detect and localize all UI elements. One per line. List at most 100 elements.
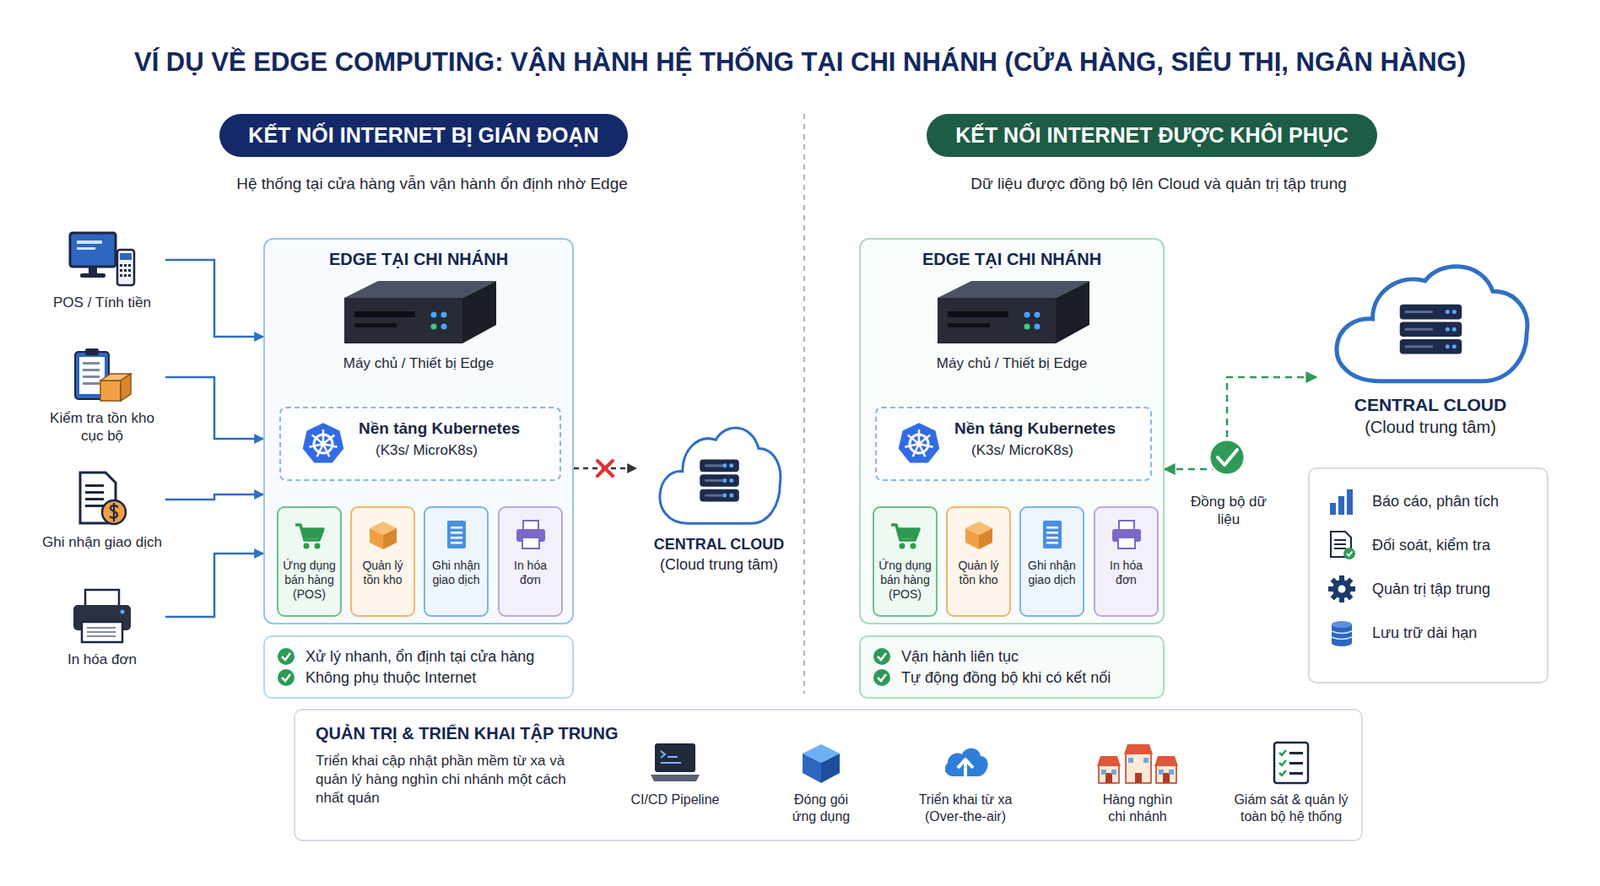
connector (165, 553, 264, 617)
node-heading: Đóng gói ứng dụng (780, 791, 862, 826)
app-module: Ghi nhận giao dịch (423, 506, 489, 617)
icon-row: Xử lý nhanh, ổn định tại cửa hàng (276, 647, 561, 666)
cloudB-icon (1327, 253, 1535, 389)
management-panel: QUẢN TRỊ & TRIỂN KHAI TẬP TRUNG Triển kha… (293, 708, 1363, 842)
node-heading: Giám sát & quản lý toàn bộ hệ thống (1221, 791, 1361, 826)
platform-box: Nền tảng Kubernetes(K3s/ MicroK8s) (875, 406, 1152, 482)
box-icon (366, 518, 400, 552)
pipeline-step: Triển khai từ xa (Over-the-air) (906, 739, 1025, 826)
subtitle: Hệ thống tại cửa hàng vẫn vận hành ổn đị… (94, 174, 770, 194)
node-heading: EDGE TẠI CHI NHÁNH (860, 239, 1163, 270)
node-text: (K3s/ MicroK8s) (358, 442, 553, 460)
k8s-icon (895, 420, 943, 468)
status-banner: KẾT NỐI INTERNET ĐƯỢC KHÔI PHỤC (926, 113, 1378, 157)
connector (165, 259, 264, 337)
node-text: Tự động đồng bộ khi có kết nối (901, 669, 1111, 687)
inv-icon (71, 346, 133, 405)
app-module: Ứng dụng bán hàng (POS) (276, 506, 342, 617)
cart-icon (888, 518, 923, 552)
check-icon (276, 668, 296, 687)
edge-site-box: EDGE TẠI CHI NHÁNHMáy chủ / Thiết bị Edg… (859, 237, 1165, 625)
node-heading: QUẢN TRỊ & TRIỂN KHAI TẬP TRUNG (315, 724, 1341, 744)
device-item: POS / Tính tiền (38, 229, 166, 312)
pipeline-step: CI/CD Pipeline (620, 739, 730, 809)
node-text: Máy chủ / Thiết bị Edge (264, 355, 573, 373)
node-heading: Ứng dụng bán hàng (POS) (281, 558, 338, 601)
divider-line (803, 113, 806, 694)
node-heading: Hàng nghìn chi nhánh (1095, 791, 1180, 826)
k8s-icon (299, 420, 347, 468)
check-icon (276, 647, 296, 666)
app-module: Ghi nhận giao dịch (1019, 506, 1085, 617)
upload-icon (940, 739, 991, 787)
cart-icon (292, 518, 327, 552)
app-module: Quản lý tồn kho (350, 506, 416, 617)
node-heading: Ứng dụng bán hàng (POS) (876, 558, 934, 601)
device-item: In hóa đơn (38, 586, 166, 669)
icon-row: Không phụ thuộc Internet (276, 668, 561, 687)
laptop-icon (647, 739, 703, 787)
cloudS-icon (654, 416, 785, 530)
benefit-box: Xử lý nhanh, ổn định tại cửa hàngKhông p… (263, 635, 574, 699)
check-icon (872, 668, 892, 687)
pipeline-step: Đóng gói ứng dụng (780, 739, 862, 826)
edge-label: Đồng bộ dữ liệu (1190, 492, 1267, 530)
node-heading: KẾT NỐI INTERNET BỊ GIÁN ĐOẠN (248, 123, 599, 148)
server-icon (927, 274, 1097, 352)
node-text: Đối soát, kiểm tra (1372, 536, 1491, 555)
node-heading: Xử lý nhanh, ổn định tại cửa hàng (305, 648, 535, 666)
node-text: Lưu trữ dài hạn (1372, 624, 1477, 643)
box-icon (962, 518, 996, 552)
app-module: Quản lý tồn kho (945, 506, 1011, 617)
node-heading: In hóa đơn (38, 650, 166, 669)
doc-icon (439, 518, 474, 552)
prt-icon (1109, 518, 1144, 552)
pipeline-step: Giám sát & quản lý toàn bộ hệ thống (1221, 739, 1361, 826)
prn-icon (70, 586, 135, 646)
connector (165, 494, 264, 500)
prt-icon (513, 518, 548, 552)
bars-icon (1326, 486, 1357, 517)
page-title: VÍ DỤ VỀ EDGE COMPUTING: VẬN HÀNH HỆ THỐ… (134, 47, 1466, 78)
node-text: Không phụ thuộc Internet (305, 669, 476, 687)
benefit-box: Vận hành liên tục Tự động đồng bộ khi có … (859, 635, 1165, 699)
node-heading: CI/CD Pipeline (620, 791, 730, 809)
node-heading: Triển khai từ xa (Over-the-air) (906, 791, 1025, 826)
icon-row: Quản trị tập trung (1326, 573, 1530, 605)
feature-panel: Báo cáo, phân tíchĐối soát, kiểm traQuản… (1308, 467, 1549, 684)
edge-site-box: EDGE TẠI CHI NHÁNH Máy chủ / Thiết bị Edg… (263, 237, 574, 625)
node-heading: Ghi nhận giao dịch (38, 533, 166, 552)
node-heading: KẾT NỐI INTERNET ĐƯỢC KHÔI PHỤC (955, 123, 1349, 148)
node-heading: In hóa đơn (502, 558, 559, 588)
node-heading: Quản lý tồn kho (950, 558, 1007, 588)
cloud-node: CENTRAL CLOUD(Cloud trung tâm) (636, 416, 802, 574)
list-icon (1267, 739, 1315, 787)
node-heading: Nền tảng Kubernetes (358, 419, 553, 438)
node-heading: CENTRAL CLOUD (636, 535, 802, 554)
pos-icon (68, 229, 136, 289)
pipeline-step: Hàng nghìn chi nhánh (1095, 739, 1180, 826)
icon-row: Vận hành liên tục (872, 647, 1152, 666)
node-text: Triển khai cập nhật phần mềm từ xa và qu… (315, 751, 595, 808)
node-heading: Nền tảng Kubernetes (954, 419, 1144, 438)
app-module: In hóa đơn (1093, 506, 1159, 617)
connector (165, 377, 264, 439)
sync-check-mark (1209, 439, 1245, 476)
check-icon (872, 647, 892, 666)
node-heading: EDGE TẠI CHI NHÁNH (264, 239, 573, 270)
broken-link-mark (597, 460, 613, 476)
node-heading: POS / Tính tiền (38, 293, 166, 312)
device-item: Ghi nhận giao dịch (38, 469, 166, 552)
node-heading: In hóa đơn (1097, 558, 1155, 588)
node-heading: CENTRAL CLOUD (1316, 394, 1545, 416)
status-banner: KẾT NỐI INTERNET BỊ GIÁN ĐOẠN (219, 113, 628, 157)
icon-row: Lưu trữ dài hạn (1326, 617, 1530, 649)
node-text: Quản trị tập trung (1372, 580, 1491, 599)
icon-row: Tự động đồng bộ khi có kết nối (872, 668, 1152, 687)
node-heading: Quản lý tồn kho (354, 558, 411, 588)
node-heading: Kiểm tra tồn kho cục bộ (38, 409, 166, 446)
app-module: Ứng dụng bán hàng (POS) (872, 506, 938, 617)
subtitle: Dữ liệu được đồng bộ lên Cloud và quản t… (821, 174, 1497, 194)
docchk-icon (1326, 529, 1357, 561)
doc-icon (1035, 518, 1070, 552)
